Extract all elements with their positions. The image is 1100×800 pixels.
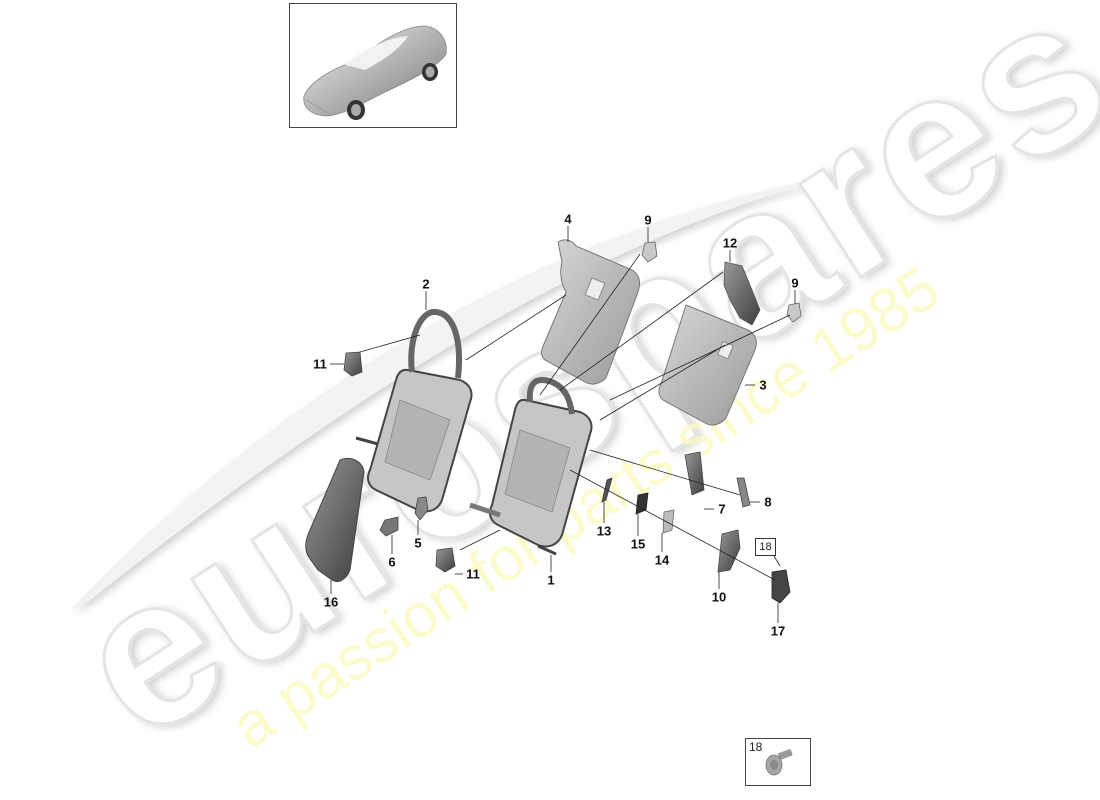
callout-7[interactable]: 7: [718, 501, 726, 517]
part-10-lock[interactable]: [717, 529, 741, 573]
callout-6[interactable]: 6: [388, 554, 396, 570]
part-17-hinge[interactable]: [771, 569, 791, 604]
vehicle-thumbnail: [289, 3, 457, 128]
callout-4[interactable]: 4: [564, 211, 572, 227]
detail-box-label: 18: [749, 740, 763, 754]
part-7-release[interactable]: [684, 451, 705, 496]
part-2-seatback-frame[interactable]: [355, 309, 473, 513]
part-15-latch[interactable]: [635, 492, 649, 515]
callout-18-boxed[interactable]: 18: [755, 538, 776, 556]
callout-15[interactable]: 15: [630, 536, 646, 552]
callout-17[interactable]: 17: [770, 623, 786, 639]
part-14-plate[interactable]: [662, 509, 675, 534]
callout-11a[interactable]: 11: [313, 356, 327, 372]
callout-9a[interactable]: 9: [644, 212, 652, 228]
callout-14[interactable]: 14: [654, 552, 670, 568]
part-6-bracket[interactable]: [379, 516, 399, 537]
callout-16[interactable]: 16: [323, 594, 339, 610]
part-5-bracket[interactable]: [414, 496, 429, 521]
callout-3[interactable]: 3: [759, 377, 767, 393]
part-3-backrest-panel[interactable]: [658, 304, 757, 426]
callout-13[interactable]: 13: [596, 523, 612, 539]
detail-box-18[interactable]: 18: [745, 738, 811, 786]
callout-11b[interactable]: 11: [466, 566, 480, 582]
callout-10[interactable]: 10: [711, 589, 727, 605]
callout-12[interactable]: 12: [722, 235, 738, 251]
part-9-clip-b[interactable]: [786, 302, 802, 323]
bolt-icon: [765, 749, 793, 776]
car-icon: [303, 25, 447, 120]
callout-9b[interactable]: 9: [791, 275, 799, 291]
part-1-seatback-frame[interactable]: [469, 377, 593, 556]
leader-lines: [330, 226, 796, 623]
part-4-backrest-panel[interactable]: [541, 239, 641, 385]
part-11-cover-b[interactable]: [435, 547, 456, 573]
callout-8[interactable]: 8: [764, 494, 772, 510]
callout-5[interactable]: 5: [414, 535, 422, 551]
part-8-bracket[interactable]: [736, 477, 751, 508]
part-11-cover-a[interactable]: [343, 351, 363, 377]
part-12-bracket[interactable]: [723, 261, 761, 326]
part-9-clip-a[interactable]: [641, 241, 658, 263]
part-16-side-bolster[interactable]: [305, 458, 365, 583]
callout-1[interactable]: 1: [547, 572, 555, 588]
callout-2[interactable]: 2: [422, 276, 430, 292]
